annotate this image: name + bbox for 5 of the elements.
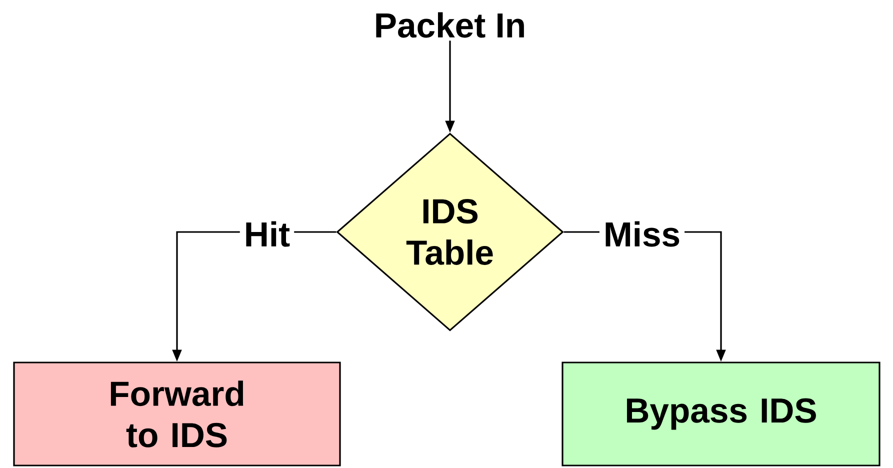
process-box: Forward to IDS bbox=[13, 362, 341, 466]
edge-label: Miss bbox=[599, 217, 685, 251]
edge-label: Hit bbox=[240, 217, 294, 251]
process-box: Bypass IDS bbox=[562, 362, 880, 466]
title-text: Packet In bbox=[376, 12, 524, 38]
